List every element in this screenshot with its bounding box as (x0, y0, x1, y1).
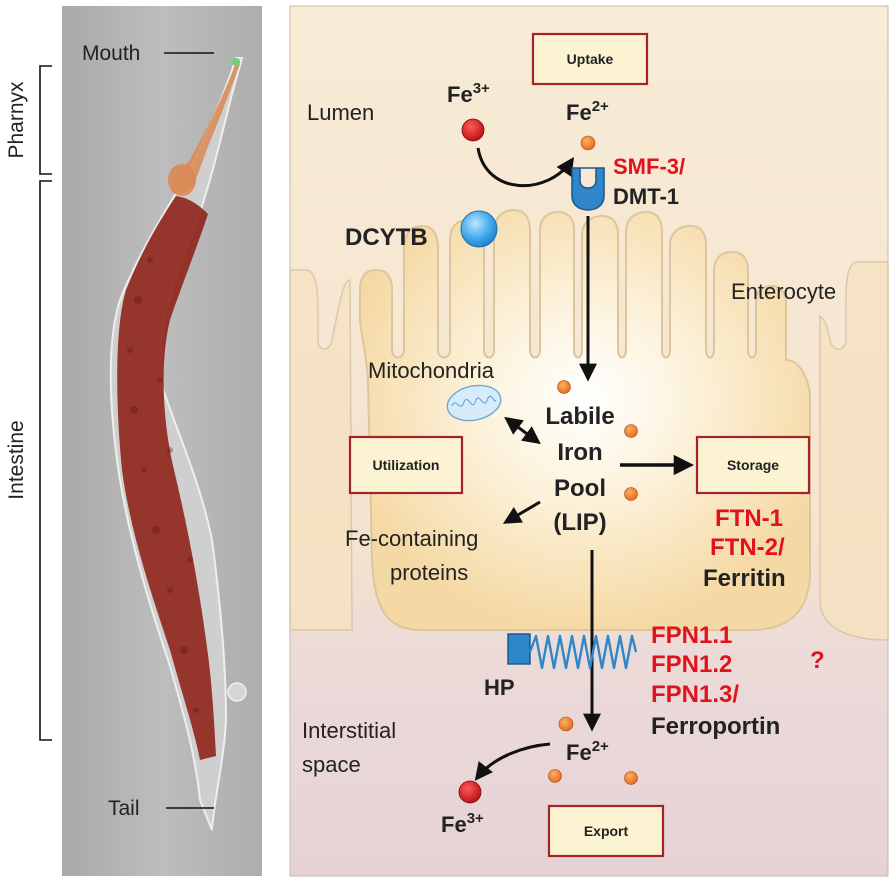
smf3-label: SMF-3/ (613, 154, 685, 179)
pharynx-bulb (168, 164, 196, 196)
hp-label: HP (484, 675, 515, 700)
dcytb-protein (460, 210, 498, 248)
utilization-box-label: Utilization (373, 457, 440, 473)
tail-label: Tail (108, 797, 140, 820)
fe2-lip-dot (624, 424, 638, 438)
fe-proteins-label-2: proteins (390, 560, 468, 585)
uptake-box-label: Uptake (567, 51, 614, 67)
fe2-lip-dot (557, 380, 571, 394)
intestine-bracket (39, 180, 52, 741)
export-box-label: Export (584, 823, 629, 839)
fe2-lumen-label: Fe2+ (566, 98, 609, 125)
mitochondria-label: Mitochondria (368, 358, 495, 383)
ferroportin-coil (528, 634, 638, 670)
fe2-lumen-dot (580, 135, 596, 151)
dmt1-label: DMT-1 (613, 184, 679, 209)
pharynx-tissue (172, 62, 240, 193)
fe2-export-label: Fe2+ (566, 738, 609, 765)
mitochondria (446, 384, 502, 422)
hp-protein (507, 633, 531, 665)
fe2-export-dot (624, 771, 638, 785)
ferroportin-label: Ferroportin (651, 713, 780, 740)
fpn13-label: FPN1.3/ (651, 681, 739, 708)
ftn2-label: FTN-2/ (710, 534, 785, 561)
lip-label-3: Pool (554, 475, 606, 502)
reduction-arrow (476, 147, 575, 188)
pharynx-bracket (39, 65, 52, 175)
interstitial-label-1: Interstitial (302, 718, 396, 743)
ferritin-label: Ferritin (703, 565, 786, 592)
fe2-export-dot (558, 716, 574, 732)
storage-box: Storage (695, 435, 811, 495)
mouth-tip (232, 58, 240, 66)
enterocyte-cell (359, 208, 811, 631)
enterocyte-label: Enterocyte (731, 279, 836, 304)
question-mark: ? (810, 647, 825, 674)
storage-box-label: Storage (727, 457, 779, 473)
export-box: Export (547, 804, 665, 858)
oxidation-arrow (474, 742, 551, 781)
diagram-panel: Lumen Enterocyte Mitochondria Interstiti… (289, 5, 889, 877)
worm-panel: Mouth Tail Pharnyx Intestine (5, 6, 262, 876)
interstitial-label-2: space (302, 752, 361, 777)
mito-arrow (504, 416, 541, 445)
neighbor-cell-left (289, 269, 353, 631)
fe3-export-dot (458, 780, 482, 804)
fpn11-label: FPN1.1 (651, 622, 732, 649)
lumen-label: Lumen (307, 100, 374, 125)
fpn12-label: FPN1.2 (651, 651, 732, 678)
pharynx-label: Pharnyx (5, 81, 28, 159)
fe-proteins-label-1: Fe-containing (345, 526, 478, 551)
utilization-arrow (502, 500, 541, 524)
ftn1-label: FTN-1 (715, 505, 783, 532)
fe3-lumen-dot (461, 118, 485, 142)
neighbor-cell-right (819, 261, 889, 641)
fe2-lip-dot (624, 487, 638, 501)
intestine-tissue (117, 196, 216, 760)
lip-label-1: Labile (545, 403, 614, 430)
uptake-box: Uptake (531, 32, 649, 86)
debris (227, 682, 247, 702)
fe3-lumen-label: Fe3+ (447, 80, 490, 107)
lip-label-4: (LIP) (553, 509, 606, 536)
intestine-label: Intestine (5, 420, 28, 499)
dmt1-transporter (571, 167, 605, 211)
fe3-export-label: Fe3+ (441, 810, 484, 837)
fe2-export-dot (548, 769, 562, 783)
intestine-texture (127, 257, 199, 713)
mouth-label: Mouth (82, 42, 140, 65)
dcytb-label: DCYTB (345, 224, 428, 251)
utilization-box: Utilization (348, 435, 464, 495)
lip-label-2: Iron (557, 439, 602, 466)
